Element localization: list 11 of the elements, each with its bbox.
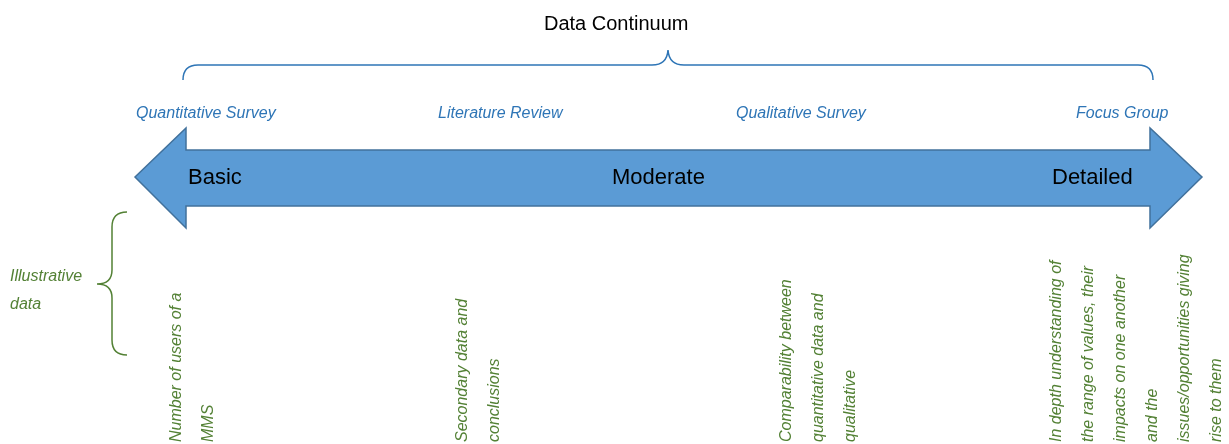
illustrative-text: Illustrative data: [10, 266, 84, 314]
title: Data Continuum: [544, 12, 689, 35]
illustrative-text: Number of users of a MMS: [166, 291, 217, 442]
double-arrow: [133, 126, 1204, 230]
arrow-label: Moderate: [612, 164, 705, 190]
illustrative-text: In depth understanding of the range of values, their impacts on one another and the issues/opportunities giving rise to them: [1046, 253, 1225, 442]
arrow-label: Basic: [188, 164, 242, 190]
arrow-label: Detailed: [1052, 164, 1133, 190]
illustrative-text: Secondary data and conclusions: [452, 297, 503, 442]
method-label: Literature Review: [438, 104, 563, 122]
illustrative-text: Comparability between quantitative data and qualitative: [776, 278, 859, 442]
